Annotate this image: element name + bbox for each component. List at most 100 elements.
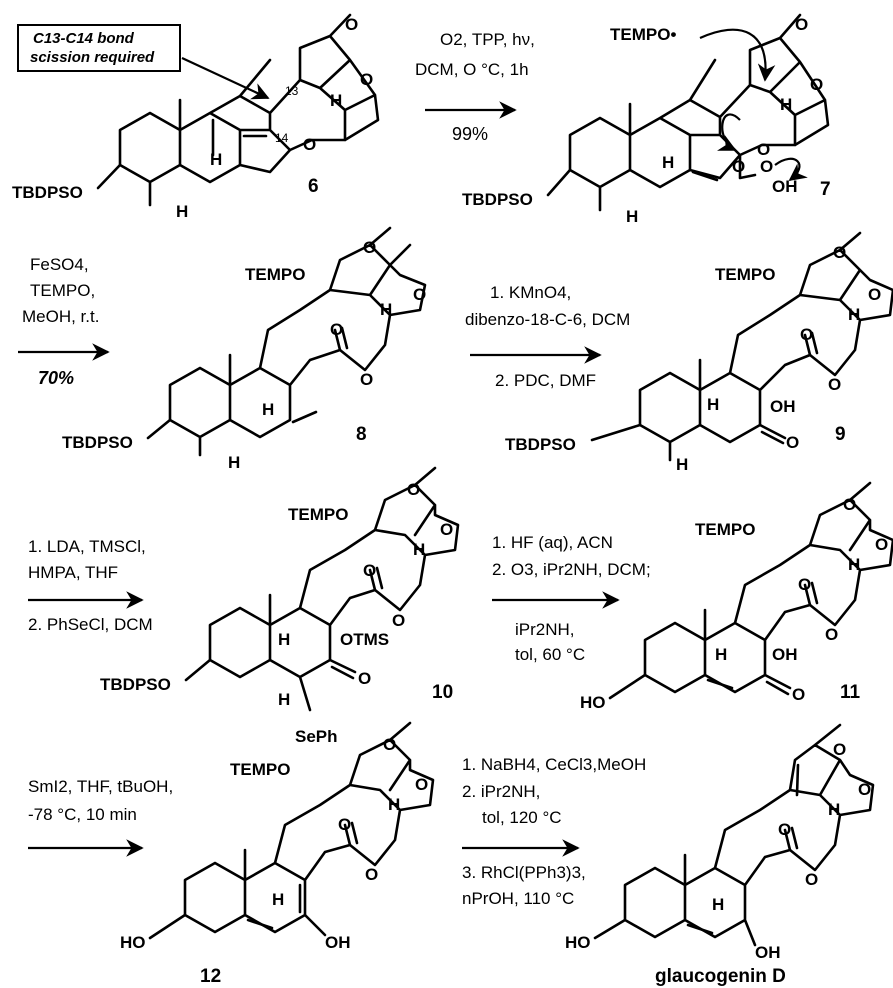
atom-seph: SePh [295,727,338,746]
electron-push-arrow [774,157,808,182]
ring-bonds [638,231,893,462]
carbonyl [760,430,785,445]
carbonyl [758,423,787,440]
step3-cond1: 1. KMnO4, [490,283,571,302]
atom-ho: HO [565,933,591,952]
double-bond [706,678,734,690]
carbonyl [810,581,819,605]
step4-cond3: 2. PhSeCl, DCM [28,615,153,634]
step6-cond1: SmI2, THF, tBuOH, [28,777,173,796]
atom-o: O [330,320,343,339]
atom-h: H [712,895,724,914]
atom-tempo: TEMPO [715,265,775,284]
atom-h: H [715,645,727,664]
step3-cond2: dibenzo-18-C-6, DCM [465,310,630,329]
atom-o: O [413,285,426,304]
compound-label-9: 9 [835,424,846,445]
compound-glaucogenin-d: O O O O OH H H HO glaucogenin D [565,723,875,987]
tbdpso-bond [184,658,212,682]
atom-o: O [303,135,316,154]
step7-cond5: nPrOH, 110 °C [462,889,574,908]
carbonyl [810,331,819,355]
atom-h: H [380,300,392,319]
compound-8: TEMPO O O O O H H H TBDPSO 8 [62,226,427,472]
atom-ho: HO [120,933,146,952]
carbonyl [375,566,384,590]
atom-o: O [875,535,888,554]
step1-cond2: DCM, O °C, 1h [415,60,529,79]
compound-10: TEMPO O O O O O OTMS H H H SePh TBDPSO 1… [100,466,460,746]
atom-o: O [415,775,428,794]
atom-h: H [272,890,284,909]
ring-bonds [168,226,427,457]
carbonyl [343,823,352,847]
atom-o: O [338,815,351,834]
step2-cond1: FeSO4, [30,255,89,274]
label-13: 13 [285,84,299,98]
atom-h: H [278,690,290,709]
atom-h: H [228,453,240,472]
compound-11: TEMPO O O O O O OH H H HO 11 [580,481,893,712]
step5-cond1: 1. HF (aq), ACN [492,533,613,552]
note-box [17,24,181,72]
compound-label-11: 11 [840,682,861,703]
atom-h: H [262,400,274,419]
step7-cond3: tol, 120 °C [482,808,562,827]
atom-o: O [833,740,846,759]
compound-9: TEMPO O O O O O OH H H H TBDPSO 9 [505,231,893,474]
atom-o: O [383,735,396,754]
atom-tempo: TEMPO [695,520,755,539]
compound-7: TEMPO• H O O O O O OH H H TBDPSO 7 [462,13,831,226]
step-4: 1. LDA, TMSCl, HMPA, THF 2. PhSeCl, DCM [28,537,153,634]
atom-tempo: TEMPO [288,505,348,524]
oh-bond [303,913,327,937]
carbonyl [783,828,792,852]
step-2: FeSO4, TEMPO, MeOH, r.t. 70% [18,255,110,388]
atom-o: O [828,375,841,394]
compound-label-8: 8 [356,424,367,445]
atom-h: H [176,202,188,221]
atom-o: O [345,15,358,34]
carbonyl [328,658,357,674]
carbonyl [790,826,799,850]
step-5: 1. HF (aq), ACN 2. O3, iPr2NH, DCM; iPr2… [492,533,651,664]
atom-o: O [365,865,378,884]
label-14: 14 [275,131,289,145]
atom-tbdpso: TBDPSO [12,183,83,202]
atom-o: O [798,575,811,594]
atom-o: O [360,70,373,89]
ring-bonds [623,723,875,947]
atom-oh: OH [770,397,796,416]
ho-bond [148,913,187,940]
tbdpso-bond [96,163,122,190]
tbdpso-bond [546,168,572,197]
atom-o: O [440,520,453,539]
atom-h: H [676,455,688,474]
ring-bonds [118,13,380,207]
atom-o: O [868,285,881,304]
carbonyl [803,583,812,607]
atom-oh: OH [325,933,351,952]
atom-h: H [848,555,860,574]
step-7: 1. NaBH4, CeCl3,MeOH 2. iPr2NH, tol, 120… [462,755,646,908]
step6-cond2: -78 °C, 10 min [28,805,137,824]
electron-push-arrow [699,28,776,82]
atom-tbdpso: TBDPSO [100,675,171,694]
step3-cond3: 2. PDC, DMF [495,371,596,390]
atom-o: O [732,157,745,176]
compound-12: TEMPO O O O O OH H H HO 12 [120,721,435,987]
atom-o: O [810,75,823,94]
double-bond [686,923,714,935]
atom-o: O [392,611,405,630]
compound-label-7: 7 [820,179,831,200]
step7-cond2: 2. iPr2NH, [462,782,540,801]
atom-h: H [278,630,290,649]
atom-o: O [805,870,818,889]
carbonyl [333,328,342,352]
ring-bonds [208,466,460,712]
atom-h: H [707,395,719,414]
step4-cond2: HMPA, THF [28,563,118,582]
atom-o: O [786,433,799,452]
atom-o: O [760,157,773,176]
